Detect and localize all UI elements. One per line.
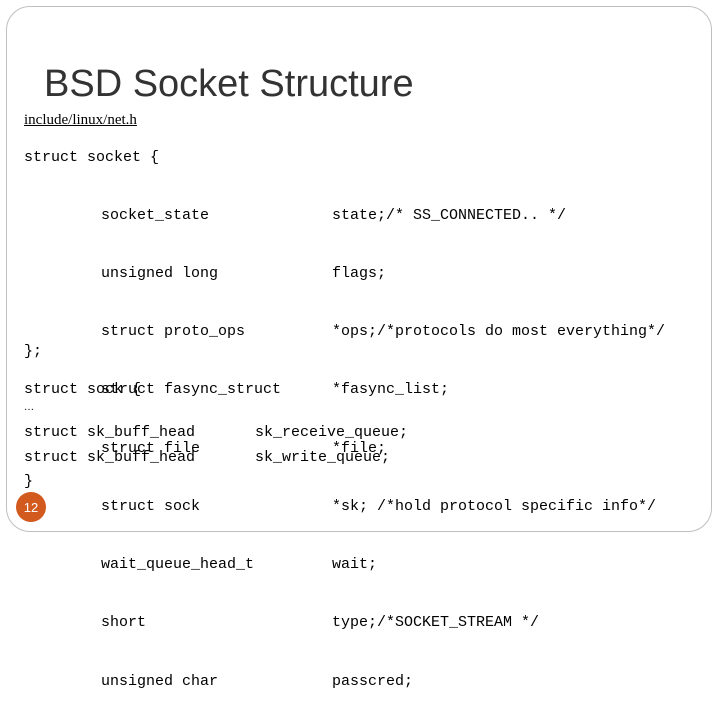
socket-field: passcred; xyxy=(332,672,414,690)
socket-type: unsigned char xyxy=(101,672,219,690)
socket-field: *fasync_list; xyxy=(332,381,450,399)
sock-row-field: sk_receive_queue; xyxy=(255,424,409,441)
socket-struct-open: struct socket { xyxy=(24,149,160,166)
slide-title: BSD Socket Structure xyxy=(44,63,414,105)
sock-struct-open: struct sock { xyxy=(24,381,142,398)
sock-row-field: sk_write_queue; xyxy=(255,449,391,466)
slide-frame xyxy=(6,6,712,532)
socket-field: *ops;/*protocols do most everything*/ xyxy=(332,323,666,341)
sock-struct-ellipsis: … xyxy=(24,402,34,413)
socket-type: socket_state xyxy=(101,206,210,224)
header-file-path: include/linux/net.h xyxy=(24,112,137,128)
socket-type: unsigned long xyxy=(101,265,219,283)
sock-row-type: struct sk_buff_head xyxy=(24,424,196,441)
socket-field: *file; xyxy=(332,439,387,457)
socket-struct-close: }; xyxy=(24,343,43,360)
socket-field: state;/* SS_CONNECTED.. */ xyxy=(332,206,567,224)
socket-type: wait_queue_head_t xyxy=(101,556,255,574)
sock-row-type: struct sk_buff_head xyxy=(24,449,196,466)
socket-struct-fields: state;/* SS_CONNECTED.. */ flags; *ops;/… xyxy=(332,167,665,710)
socket-type: struct file xyxy=(101,439,201,457)
socket-field: type;/*SOCKET_STREAM */ xyxy=(332,614,540,632)
sock-struct-close: } xyxy=(24,473,34,490)
socket-type: struct proto_ops xyxy=(101,323,246,341)
socket-field: wait; xyxy=(332,556,378,574)
socket-type: struct sock xyxy=(101,497,201,515)
socket-type: short xyxy=(101,614,147,632)
socket-field: flags; xyxy=(332,265,387,283)
socket-field: *sk; /*hold protocol specific info*/ xyxy=(332,497,657,515)
socket-type: struct fasync_struct xyxy=(101,381,282,399)
page-number-badge: 12 xyxy=(16,492,46,522)
